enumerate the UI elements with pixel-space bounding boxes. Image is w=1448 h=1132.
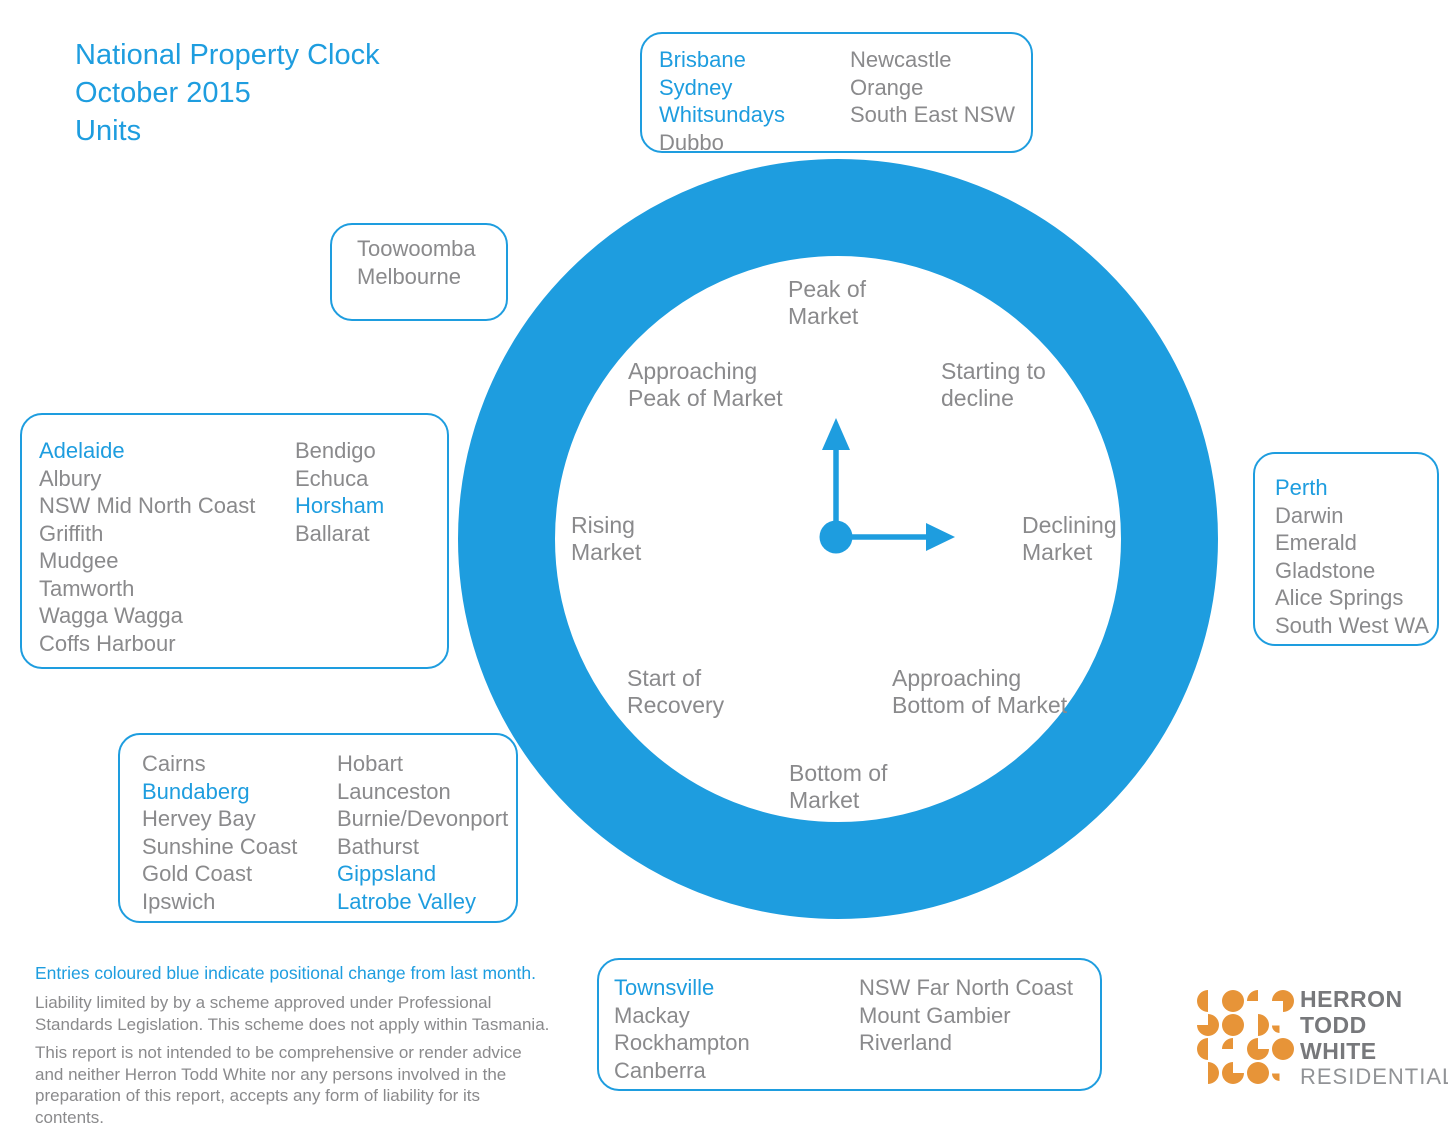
city-label: Adelaide bbox=[39, 438, 125, 463]
phase-label-start-of-recovery: Start of Recovery bbox=[627, 665, 725, 718]
city-label: Darwin bbox=[1275, 502, 1344, 528]
logo-dot-pac-bl-icon bbox=[1272, 990, 1294, 1012]
city-label: Townsville bbox=[614, 975, 715, 1000]
city-label: Mudgee bbox=[39, 548, 119, 573]
page-title: National Property Clock October 2015 Uni… bbox=[75, 39, 380, 147]
city-label: Coffs Harbour bbox=[39, 630, 176, 656]
city-label: Ballarat bbox=[295, 520, 370, 546]
city-label: Bendigo bbox=[295, 438, 376, 463]
city-label: Bathurst bbox=[337, 833, 419, 859]
city-label: Albury bbox=[39, 465, 102, 491]
city-label: Gippsland bbox=[337, 861, 437, 886]
phase-label-declining-market: Declining Market bbox=[1022, 512, 1117, 565]
logo-dot-quarter-bl-sm-icon bbox=[1272, 1066, 1287, 1081]
phase-label-bottom-of-market: Bottom of Market bbox=[789, 760, 888, 813]
phase-label-approaching-peak: Approaching Peak of Market bbox=[628, 358, 783, 411]
city-label: Dubbo bbox=[659, 129, 724, 155]
logo-dot-pac-tr-icon bbox=[1247, 1038, 1269, 1060]
city-label: Griffith bbox=[39, 520, 104, 546]
logo-dot-half-r-icon bbox=[1197, 1062, 1219, 1084]
city-label: Hervey Bay bbox=[142, 806, 256, 831]
logo-dot-quarter-bl-sm-icon bbox=[1272, 1018, 1287, 1033]
city-label: Burnie/Devonport bbox=[337, 806, 509, 831]
city-label: Horsham bbox=[295, 493, 385, 518]
logo-dot-quarter-tl-icon bbox=[1222, 1038, 1244, 1060]
city-label: Gold Coast bbox=[142, 861, 253, 886]
city-label: Emerald bbox=[1275, 530, 1357, 555]
logo-dot-half-l-icon bbox=[1197, 1038, 1219, 1060]
city-label: Tamworth bbox=[39, 575, 135, 601]
city-label: Alice Springs bbox=[1275, 585, 1404, 610]
footer-liability-text: Liability limited by by a scheme approve… bbox=[35, 993, 550, 1034]
city-label: Canberra bbox=[614, 1057, 706, 1083]
clock-hands-icon bbox=[819, 418, 955, 554]
city-label: Mackay bbox=[614, 1002, 690, 1028]
city-label: Bundaberg bbox=[142, 778, 250, 804]
logo-dot-half-r-icon bbox=[1247, 1014, 1269, 1036]
htw-logo-text: HERRON TODD WHITE RESIDENTIAL bbox=[1300, 986, 1448, 1090]
city-label: Rockhampton bbox=[614, 1030, 750, 1055]
city-label: Brisbane bbox=[659, 47, 746, 72]
footer-disclaimer-text: This report is not intended to be compre… bbox=[35, 1043, 522, 1127]
phase-label-approaching-bottom: Approaching Bottom of Market bbox=[892, 665, 1068, 718]
footer-blue-note: Entries coloured blue indicate positiona… bbox=[35, 963, 536, 983]
logo-dot-circle-icon bbox=[1272, 1038, 1294, 1060]
city-label: Whitsundays bbox=[659, 102, 785, 127]
logo-dot-pac-tr-icon bbox=[1222, 1062, 1244, 1084]
city-label: Hobart bbox=[337, 751, 404, 776]
logo-word-herron: HERRON bbox=[1300, 986, 1403, 1012]
city-label: Echuca bbox=[295, 465, 369, 491]
city-label: Perth bbox=[1275, 475, 1328, 500]
city-label: Ipswich bbox=[142, 888, 216, 914]
city-label: Riverland bbox=[859, 1030, 952, 1055]
city-label: Gladstone bbox=[1275, 557, 1376, 583]
logo-dot-circle-icon bbox=[1222, 1014, 1244, 1036]
city-label: Newcastle bbox=[850, 47, 952, 72]
city-label: South West WA bbox=[1275, 612, 1430, 638]
logo-dot-half-l-icon bbox=[1197, 990, 1219, 1012]
logo-word-residential: RESIDENTIAL bbox=[1300, 1064, 1448, 1089]
city-label: Melbourne bbox=[357, 263, 461, 289]
logo-word-white: WHITE bbox=[1300, 1038, 1377, 1064]
city-label: Toowoomba bbox=[357, 236, 476, 261]
city-label: NSW Mid North Coast bbox=[39, 493, 256, 518]
logo-dot-circle-icon bbox=[1222, 990, 1244, 1012]
city-label: Wagga Wagga bbox=[39, 603, 183, 628]
phase-label-rising-market: Rising Market bbox=[571, 512, 642, 565]
logo-dot-pac-tl-icon bbox=[1197, 1014, 1219, 1036]
phase-label-peak-of-market: Peak of Market bbox=[788, 276, 866, 329]
logo-dot-quarter-tl-icon bbox=[1247, 990, 1269, 1012]
phase-label-starting-to-decline: Starting to decline bbox=[941, 358, 1046, 411]
city-label: Cairns bbox=[142, 751, 206, 776]
logo-dot-circle-icon bbox=[1247, 1062, 1269, 1084]
city-label: Orange bbox=[850, 74, 924, 100]
city-label: Latrobe Valley bbox=[337, 888, 477, 914]
city-label: Launceston bbox=[337, 778, 451, 804]
city-label: Sydney bbox=[659, 74, 733, 100]
logo-word-todd: TODD bbox=[1300, 1012, 1367, 1038]
htw-logo-grid bbox=[1197, 990, 1297, 1086]
city-label: South East NSW bbox=[850, 102, 1016, 127]
city-label: NSW Far North Coast bbox=[859, 975, 1073, 1000]
city-label: Sunshine Coast bbox=[142, 833, 298, 859]
city-label: Mount Gambier bbox=[859, 1002, 1011, 1028]
